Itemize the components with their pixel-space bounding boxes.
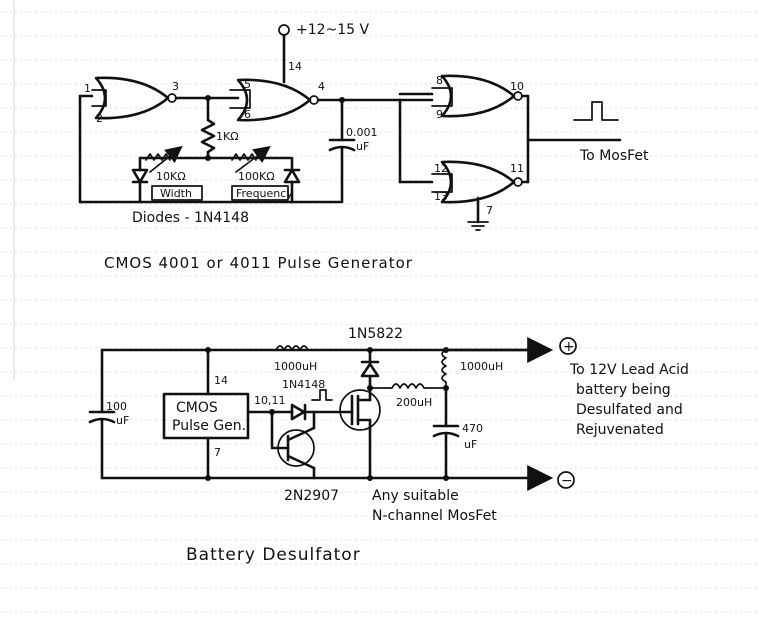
cap-001-value: 0.001 (346, 126, 378, 139)
box-line-1: CMOS (176, 400, 218, 416)
mosfet (338, 386, 381, 432)
pin-9-label: 9 (436, 108, 443, 121)
supply-terminal (278, 24, 290, 36)
inductor-1 (275, 345, 309, 351)
inductor-3 (369, 383, 447, 389)
pin-12-label: 12 (434, 162, 448, 175)
to-mosfet-label: To MosFet (579, 148, 649, 164)
pin-4-label: 4 (318, 80, 325, 93)
mosfet-note-2: N-channel MosFet (372, 508, 497, 524)
battery-line-4: Rejuvenated (576, 422, 664, 438)
page-title: Battery Desulfator (186, 545, 361, 565)
cap-right-value: 470 (462, 422, 483, 435)
battery-line-2: battery being (576, 382, 671, 398)
minus-label: − (561, 473, 573, 489)
pin-14-label: 14 (288, 60, 302, 73)
plus-label: + (563, 339, 575, 355)
inductor-2-label: 1000uH (460, 360, 503, 373)
cap-right-unit: uF (464, 438, 477, 451)
pulse-generator-caption: CMOS 4001 or 4011 Pulse Generator (104, 254, 413, 272)
pot-freq-value: 100KΩ (238, 170, 275, 183)
pin-2-label: 2 (96, 112, 103, 125)
battery-line-3: Desulfated and (576, 402, 683, 418)
paper-grid (0, 0, 760, 613)
cmos-pulse-gen-box (162, 392, 250, 440)
pin-3-label: 3 (172, 80, 179, 93)
pin-5-label: 5 (244, 78, 251, 91)
diode-gate-label: 1N4148 (282, 378, 325, 391)
nor-gate-3 (431, 74, 523, 118)
box-line-2: Pulse Gen. (172, 418, 246, 434)
pin-7-label: 7 (486, 204, 493, 217)
diode-1n5822-label: 1N5822 (348, 326, 403, 342)
transistor-2n2907 (270, 426, 316, 470)
pin-6-label: 6 (244, 108, 251, 121)
diodes-label: Diodes - 1N4148 (132, 210, 249, 226)
pot-width-name: Width (160, 187, 192, 200)
pin-13-label: 13 (434, 190, 448, 203)
cap-left-unit: uF (116, 414, 129, 427)
pulse-generator-circuit: +12~15 V 14 1 2 3 5 6 4 8 9 10 (78, 22, 649, 272)
battery-line-1: To 12V Lead Acid (569, 362, 689, 378)
box-pin-14: 14 (214, 374, 228, 387)
mosfet-note-1: Any suitable (372, 488, 459, 504)
supply-label: +12~15 V (296, 22, 370, 38)
nor-gate-2 (229, 78, 319, 122)
inductor-3-label: 200uH (396, 396, 432, 409)
pot-width-value: 10KΩ (156, 170, 186, 183)
plus-terminal (559, 337, 577, 355)
pin-8-label: 8 (436, 74, 443, 87)
pin-1-label: 1 (84, 82, 91, 95)
desulfator-circuit: 100 uF CMOS Pulse Gen. 14 7 10,11 1000uH… (88, 326, 689, 524)
minus-terminal (557, 471, 575, 489)
cap-001-unit: uF (356, 140, 369, 153)
nor-gate-1 (91, 76, 177, 120)
inductor-2 (441, 349, 447, 389)
pulse-waveform-icon (573, 101, 619, 121)
box-pin-7: 7 (214, 446, 221, 459)
cap-left-value: 100 (106, 400, 127, 413)
pin-11-label: 11 (510, 162, 524, 175)
pin-10-label: 10 (510, 80, 524, 93)
inductor-1-label: 1000uH (274, 360, 317, 373)
resistor-1k-label: 1KΩ (216, 130, 239, 143)
pot-freq-name: Frequency (236, 187, 293, 200)
box-pin-out: 10,11 (254, 394, 286, 407)
transistor-label: 2N2907 (284, 488, 339, 504)
